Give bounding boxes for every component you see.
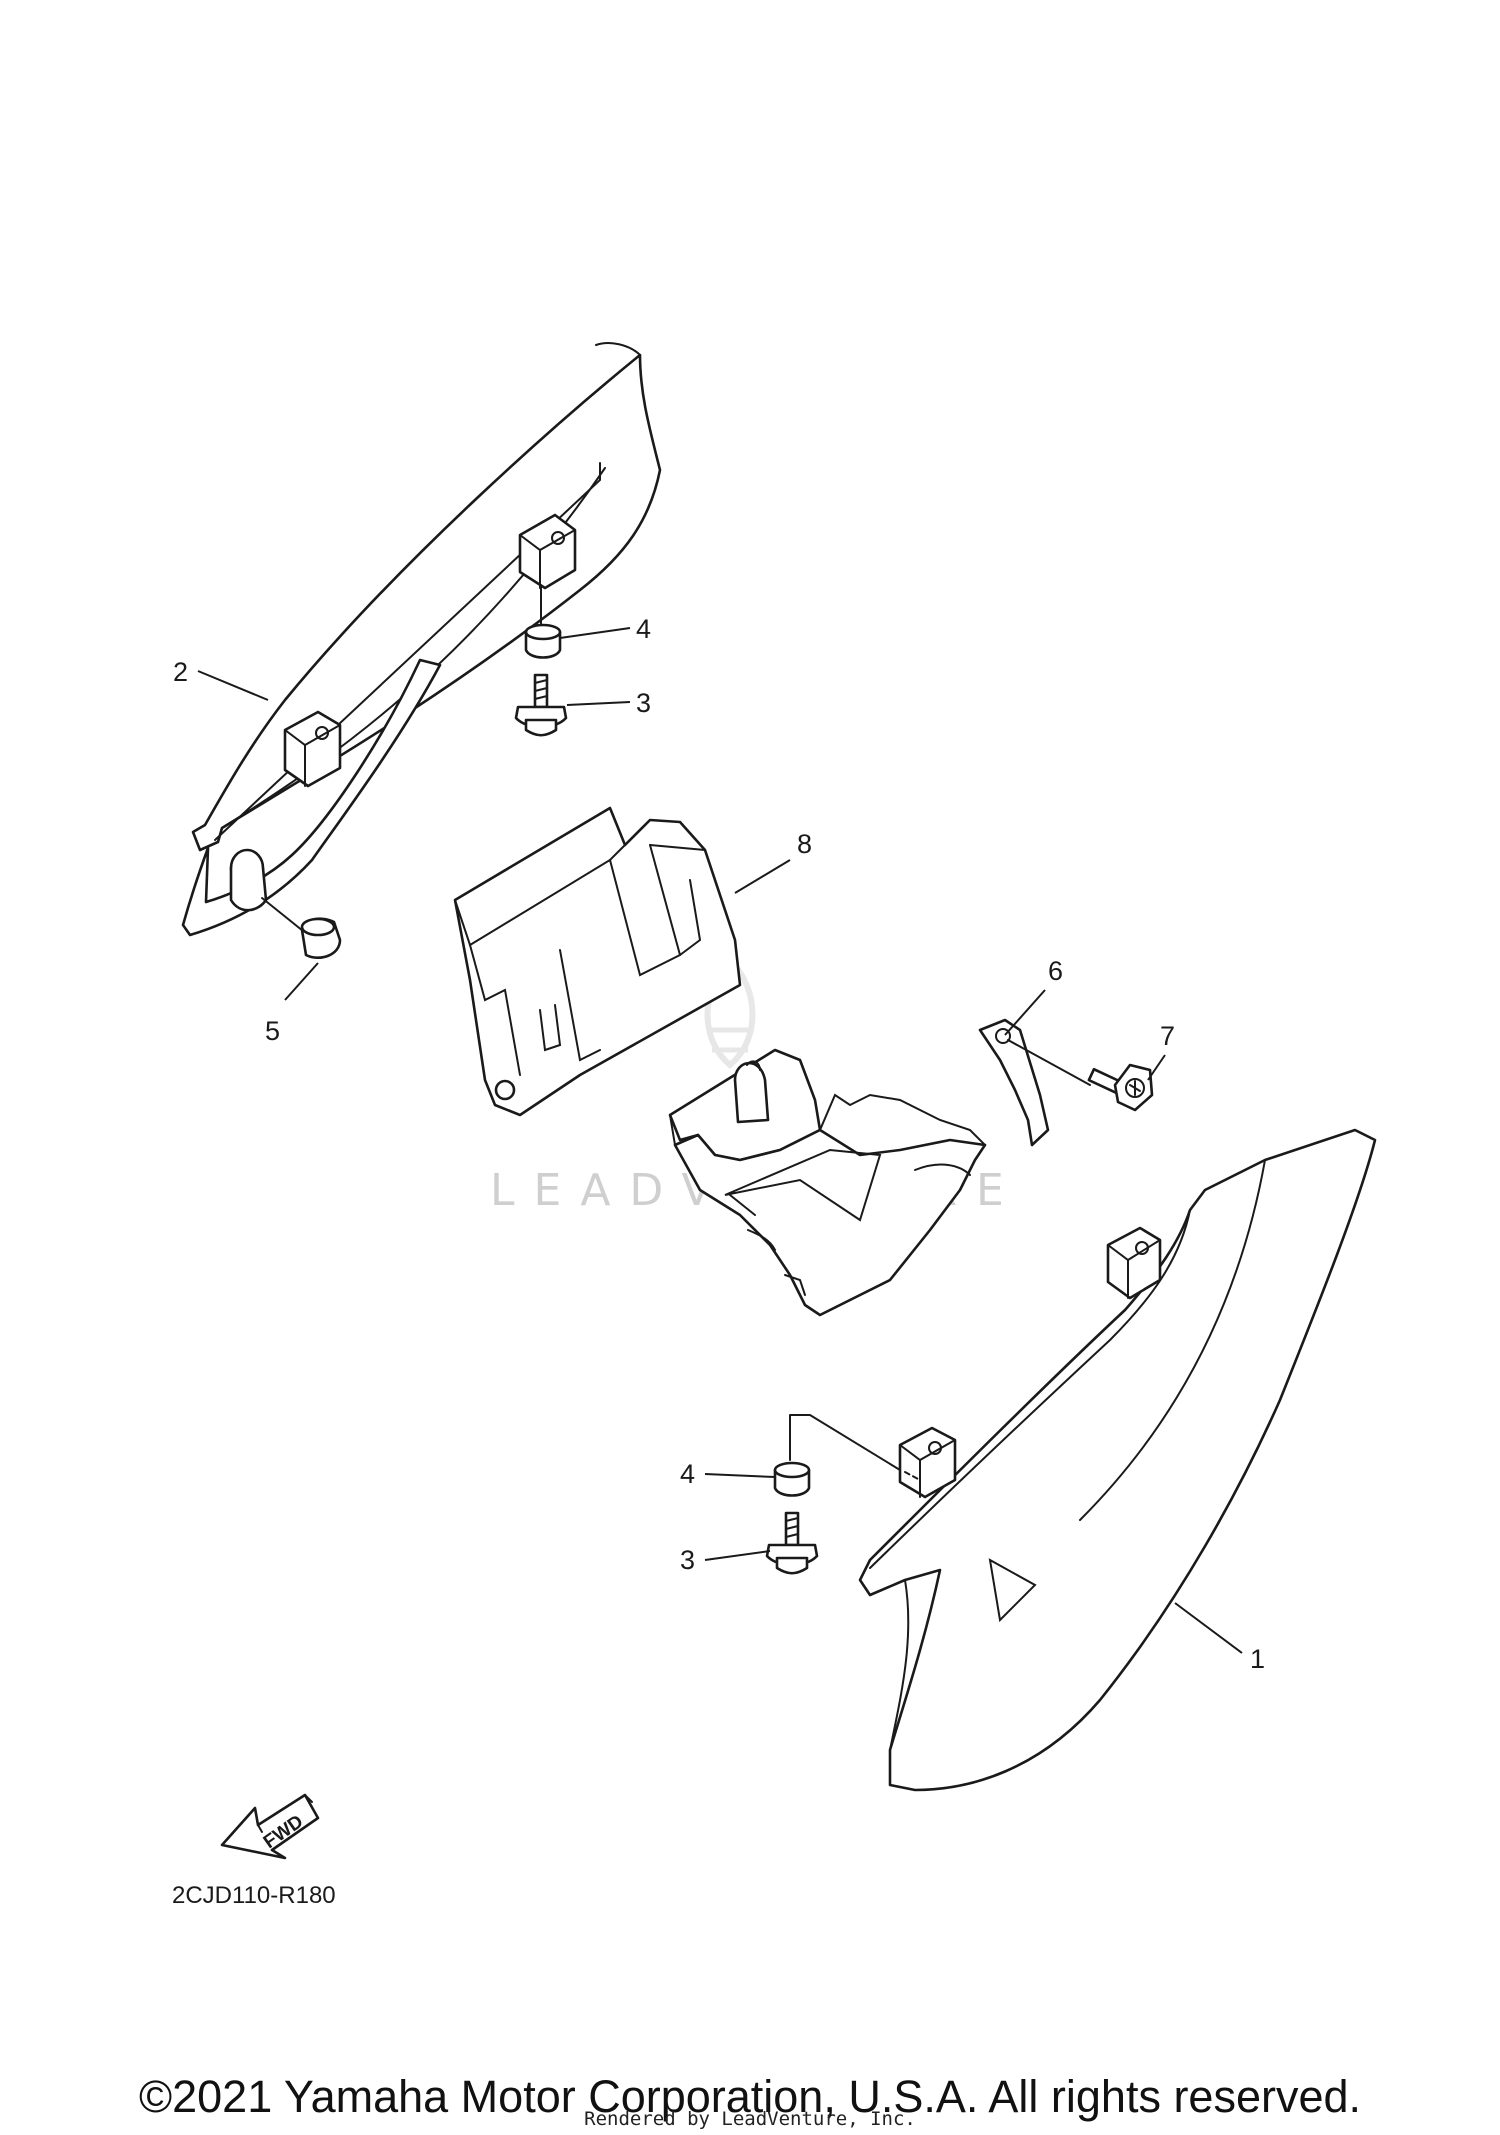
callout-4-top: 4 [636,614,651,644]
callout-7: 7 [1160,1021,1175,1051]
part-4-collar-top[interactable] [524,584,562,659]
callout-5: 5 [265,1016,280,1046]
copyright-notice: ©2021 Yamaha Motor Corporation, U.S.A. A… [138,2071,1362,2122]
part-2-left-side-cover[interactable] [181,342,662,937]
part-7-bolt[interactable] [1007,1039,1154,1112]
leader-lines [197,627,1243,1654]
part-3-bolt-bottom[interactable] [765,1511,819,1575]
part-1-right-side-cover[interactable] [858,1128,1377,1792]
callout-6: 6 [1048,956,1063,986]
callout-2: 2 [173,657,188,687]
callouts: 2 4 3 5 8 6 7 4 3 1 [173,614,1265,1674]
callout-4-bottom: 4 [680,1459,695,1489]
callout-8: 8 [797,829,812,859]
callout-3-top: 3 [636,688,651,718]
part-6-bracket[interactable] [668,1018,1050,1317]
part-5-damper[interactable] [261,897,342,960]
rendered-by-credit: Rendered by LeadVenture, Inc. [584,2108,916,2130]
fwd-arrow: FWD [220,1793,320,1860]
part-4-collar-bottom[interactable] [773,1414,921,1497]
callout-1: 1 [1250,1644,1265,1674]
drawing-code: 2CJD110-R180 [172,1882,336,1909]
part-8-battery-box[interactable] [453,806,742,1117]
part-3-bolt-top[interactable] [514,673,568,737]
callout-3-bottom: 3 [680,1545,695,1575]
